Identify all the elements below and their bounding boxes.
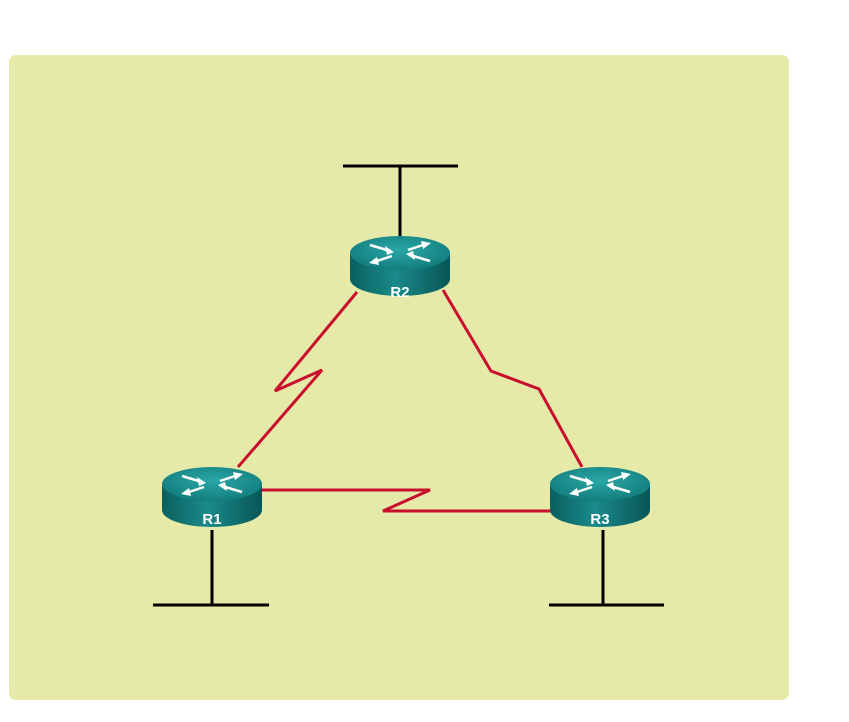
serial-link-r1-r3 [260,488,552,513]
router-r2[interactable]: R2 [348,234,452,301]
router-r3[interactable]: R3 [548,465,652,529]
router-label: R1 [202,511,221,528]
lan-r3 [549,530,664,607]
lan-segments [153,164,664,607]
router-label: R3 [590,511,609,528]
serial-links [236,289,584,513]
serial-link-r2-r1 [236,291,359,468]
router-r1[interactable]: R1 [160,465,264,529]
lan-r1 [153,530,269,607]
lan-r2 [343,164,458,240]
router-label: R2 [390,284,409,301]
serial-link-r2-r3 [441,289,584,468]
diagram-panel [9,55,789,700]
